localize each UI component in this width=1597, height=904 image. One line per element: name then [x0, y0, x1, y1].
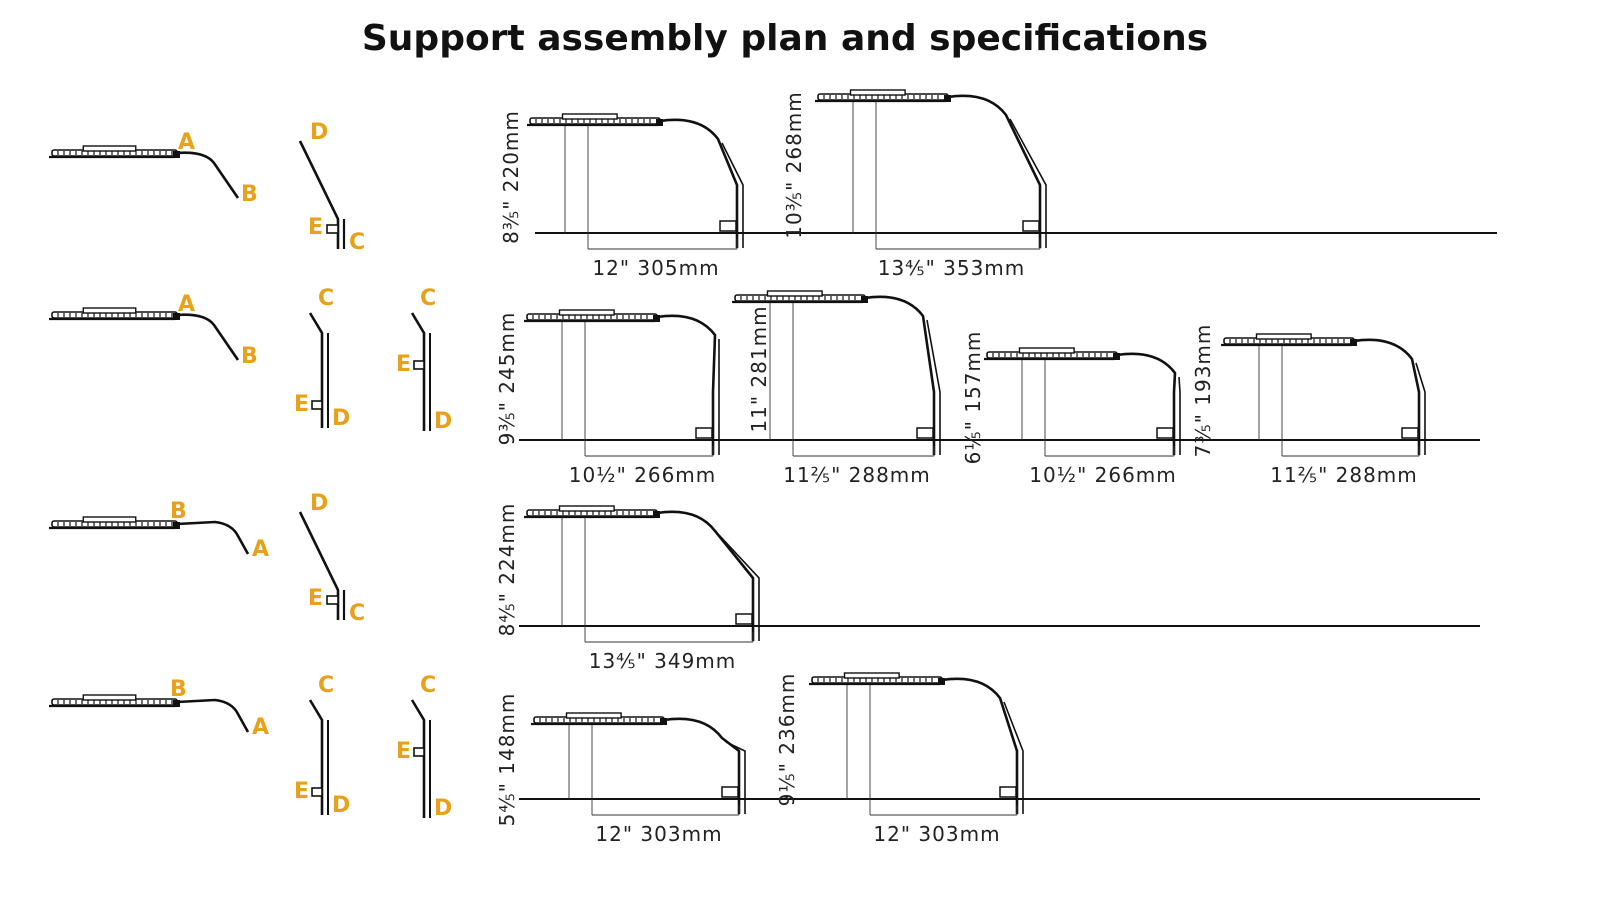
spec-row-1: 12" 305mm 8⅗" 220mm 13⅘" 353mm 10⅗" 268mm	[499, 89, 1497, 280]
part-label-c: C	[318, 673, 334, 698]
reach-dimension: 11⅖" 288mm	[1270, 463, 1418, 487]
bracket-set-1	[308, 699, 329, 815]
part-label-c: C	[318, 286, 334, 311]
configuration-2-1: 10½" 266mm 9⅗" 245mm	[495, 309, 720, 487]
height-dimension: 10⅗" 268mm	[782, 91, 806, 239]
reach-dimension: 11⅖" 288mm	[783, 463, 931, 487]
reach-dimension: 10½" 266mm	[1029, 463, 1177, 487]
part-label-a: A	[178, 130, 195, 155]
height-dimension: 6⅕" 157mm	[961, 331, 985, 465]
reach-dimension: 12" 303mm	[873, 822, 1000, 846]
part-label-b: B	[170, 499, 187, 524]
part-label-e: E	[396, 739, 411, 764]
configuration-3-1: 13⅘" 349mm 8⅘" 224mm	[495, 503, 760, 673]
part-label-d: D	[310, 120, 328, 145]
part-label-d: D	[434, 409, 452, 434]
spec-row-3: 13⅘" 349mm 8⅘" 224mm	[495, 503, 1480, 673]
spec-row-2: 10½" 266mm 9⅗" 245mm 11⅖" 288mm 11" 281mm 10…	[495, 290, 1480, 487]
bracket-set-1	[298, 140, 346, 249]
part-label-e: E	[396, 352, 411, 377]
bracket-set-1	[308, 312, 329, 428]
configuration-1-1: 12" 305mm 8⅗" 220mm	[499, 110, 744, 280]
bracket-set-1	[298, 511, 346, 620]
part-label-c: C	[349, 601, 365, 626]
part-label-b: B	[241, 182, 258, 207]
part-label-d: D	[434, 796, 452, 821]
reach-dimension: 12" 303mm	[595, 822, 722, 846]
specification-drawings: 12" 305mm 8⅗" 220mm 13⅘" 353mm 10⅗" 268mm 10…	[495, 89, 1497, 846]
reach-dimension: 12" 305mm	[592, 256, 719, 280]
part-label-e: E	[294, 392, 309, 417]
part-label-d: D	[310, 491, 328, 516]
reach-dimension: 13⅘" 349mm	[589, 649, 737, 673]
part-label-a: A	[252, 715, 269, 740]
part-label-e: E	[308, 586, 323, 611]
part-label-c: C	[420, 286, 436, 311]
height-dimension: 8⅘" 224mm	[495, 503, 519, 637]
part-label-e: E	[308, 215, 323, 240]
lamp-with-arm	[49, 307, 240, 361]
lamp-with-arm	[49, 516, 250, 555]
part-label-c: C	[349, 230, 365, 255]
part-label-d: D	[332, 793, 350, 818]
reach-dimension: 13⅘" 353mm	[878, 256, 1026, 280]
part-label-c: C	[420, 673, 436, 698]
part-label-b: B	[241, 344, 258, 369]
configuration-2-2: 11⅖" 288mm 11" 281mm	[732, 290, 941, 487]
lamp-with-arm	[49, 694, 250, 733]
configuration-2-3: 10½" 266mm 6⅕" 157mm	[961, 331, 1181, 487]
bracket-set-2	[410, 312, 431, 431]
part-label-b: B	[170, 677, 187, 702]
height-dimension: 5⅘" 148mm	[495, 693, 519, 827]
parts-row-1: A B D E C	[49, 120, 365, 255]
height-dimension: 11" 281mm	[747, 305, 771, 432]
height-dimension: 8⅗" 220mm	[499, 110, 523, 244]
height-dimension: 9⅗" 245mm	[495, 312, 519, 446]
reach-dimension: 10½" 266mm	[569, 463, 717, 487]
height-dimension: 9⅕" 236mm	[775, 673, 799, 807]
bracket-set-2	[410, 699, 431, 818]
configuration-4-2: 12" 303mm 9⅕" 236mm	[775, 672, 1024, 846]
part-label-e: E	[294, 779, 309, 804]
part-label-a: A	[252, 537, 269, 562]
height-dimension: 7⅗" 193mm	[1191, 324, 1215, 458]
parts-row-3: B A D E C	[49, 491, 365, 626]
page-title: Support assembly plan and specifications	[361, 18, 1209, 59]
configuration-2-4: 11⅖" 288mm 7⅗" 193mm	[1191, 324, 1426, 487]
spec-row-4: 12" 303mm 5⅘" 148mm 12" 303mm 9⅕" 236mm	[495, 672, 1480, 846]
lamp-with-arm	[49, 145, 240, 199]
part-label-d: D	[332, 406, 350, 431]
configuration-1-2: 13⅘" 353mm 10⅗" 268mm	[782, 89, 1047, 280]
part-label-a: A	[178, 292, 195, 317]
configuration-4-1: 12" 303mm 5⅘" 148mm	[495, 693, 746, 846]
